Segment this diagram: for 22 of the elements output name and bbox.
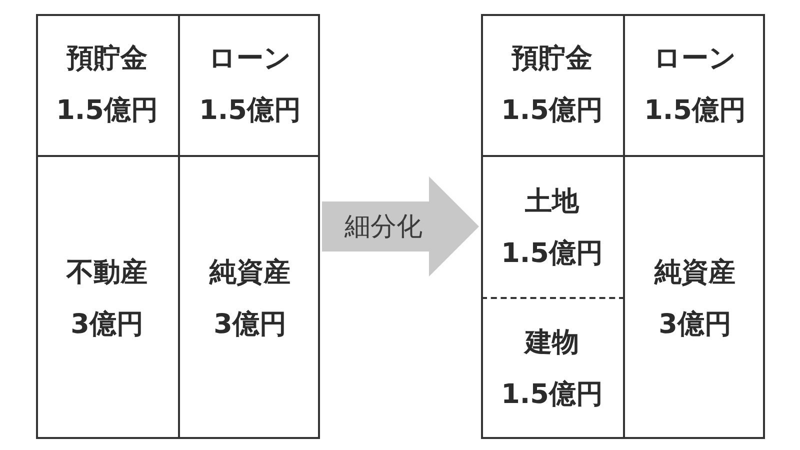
- amount-text: 1.5億円: [199, 95, 301, 126]
- edge-label: 細分化: [344, 212, 422, 242]
- account-name: ローン: [208, 43, 292, 74]
- amount-text: 1.5億円: [501, 378, 603, 410]
- amount-text: 3億円: [70, 308, 144, 340]
- amount-text: 1.5億円: [644, 95, 746, 126]
- account-name: 預貯金: [512, 43, 592, 74]
- account-name: ローン: [654, 43, 736, 74]
- amount-text: 1.5億円: [56, 95, 158, 126]
- amount-text: 1.5億円: [501, 238, 603, 268]
- amount-text: 3億円: [658, 308, 732, 340]
- account-name: 土地: [525, 186, 579, 216]
- account-name: 純資産: [654, 256, 736, 288]
- balance-sheet-table: [36, 14, 320, 439]
- amount-text: 3億円: [214, 308, 286, 340]
- block-arrow: [322, 176, 479, 276]
- account-name: 建物: [525, 326, 579, 358]
- account-name: 純資産: [210, 256, 290, 288]
- account-name: 預貯金: [66, 43, 148, 74]
- amount-text: 1.5億円: [501, 95, 603, 126]
- account-name: 不動産: [66, 256, 148, 288]
- balance-sheet-table: [481, 14, 765, 439]
